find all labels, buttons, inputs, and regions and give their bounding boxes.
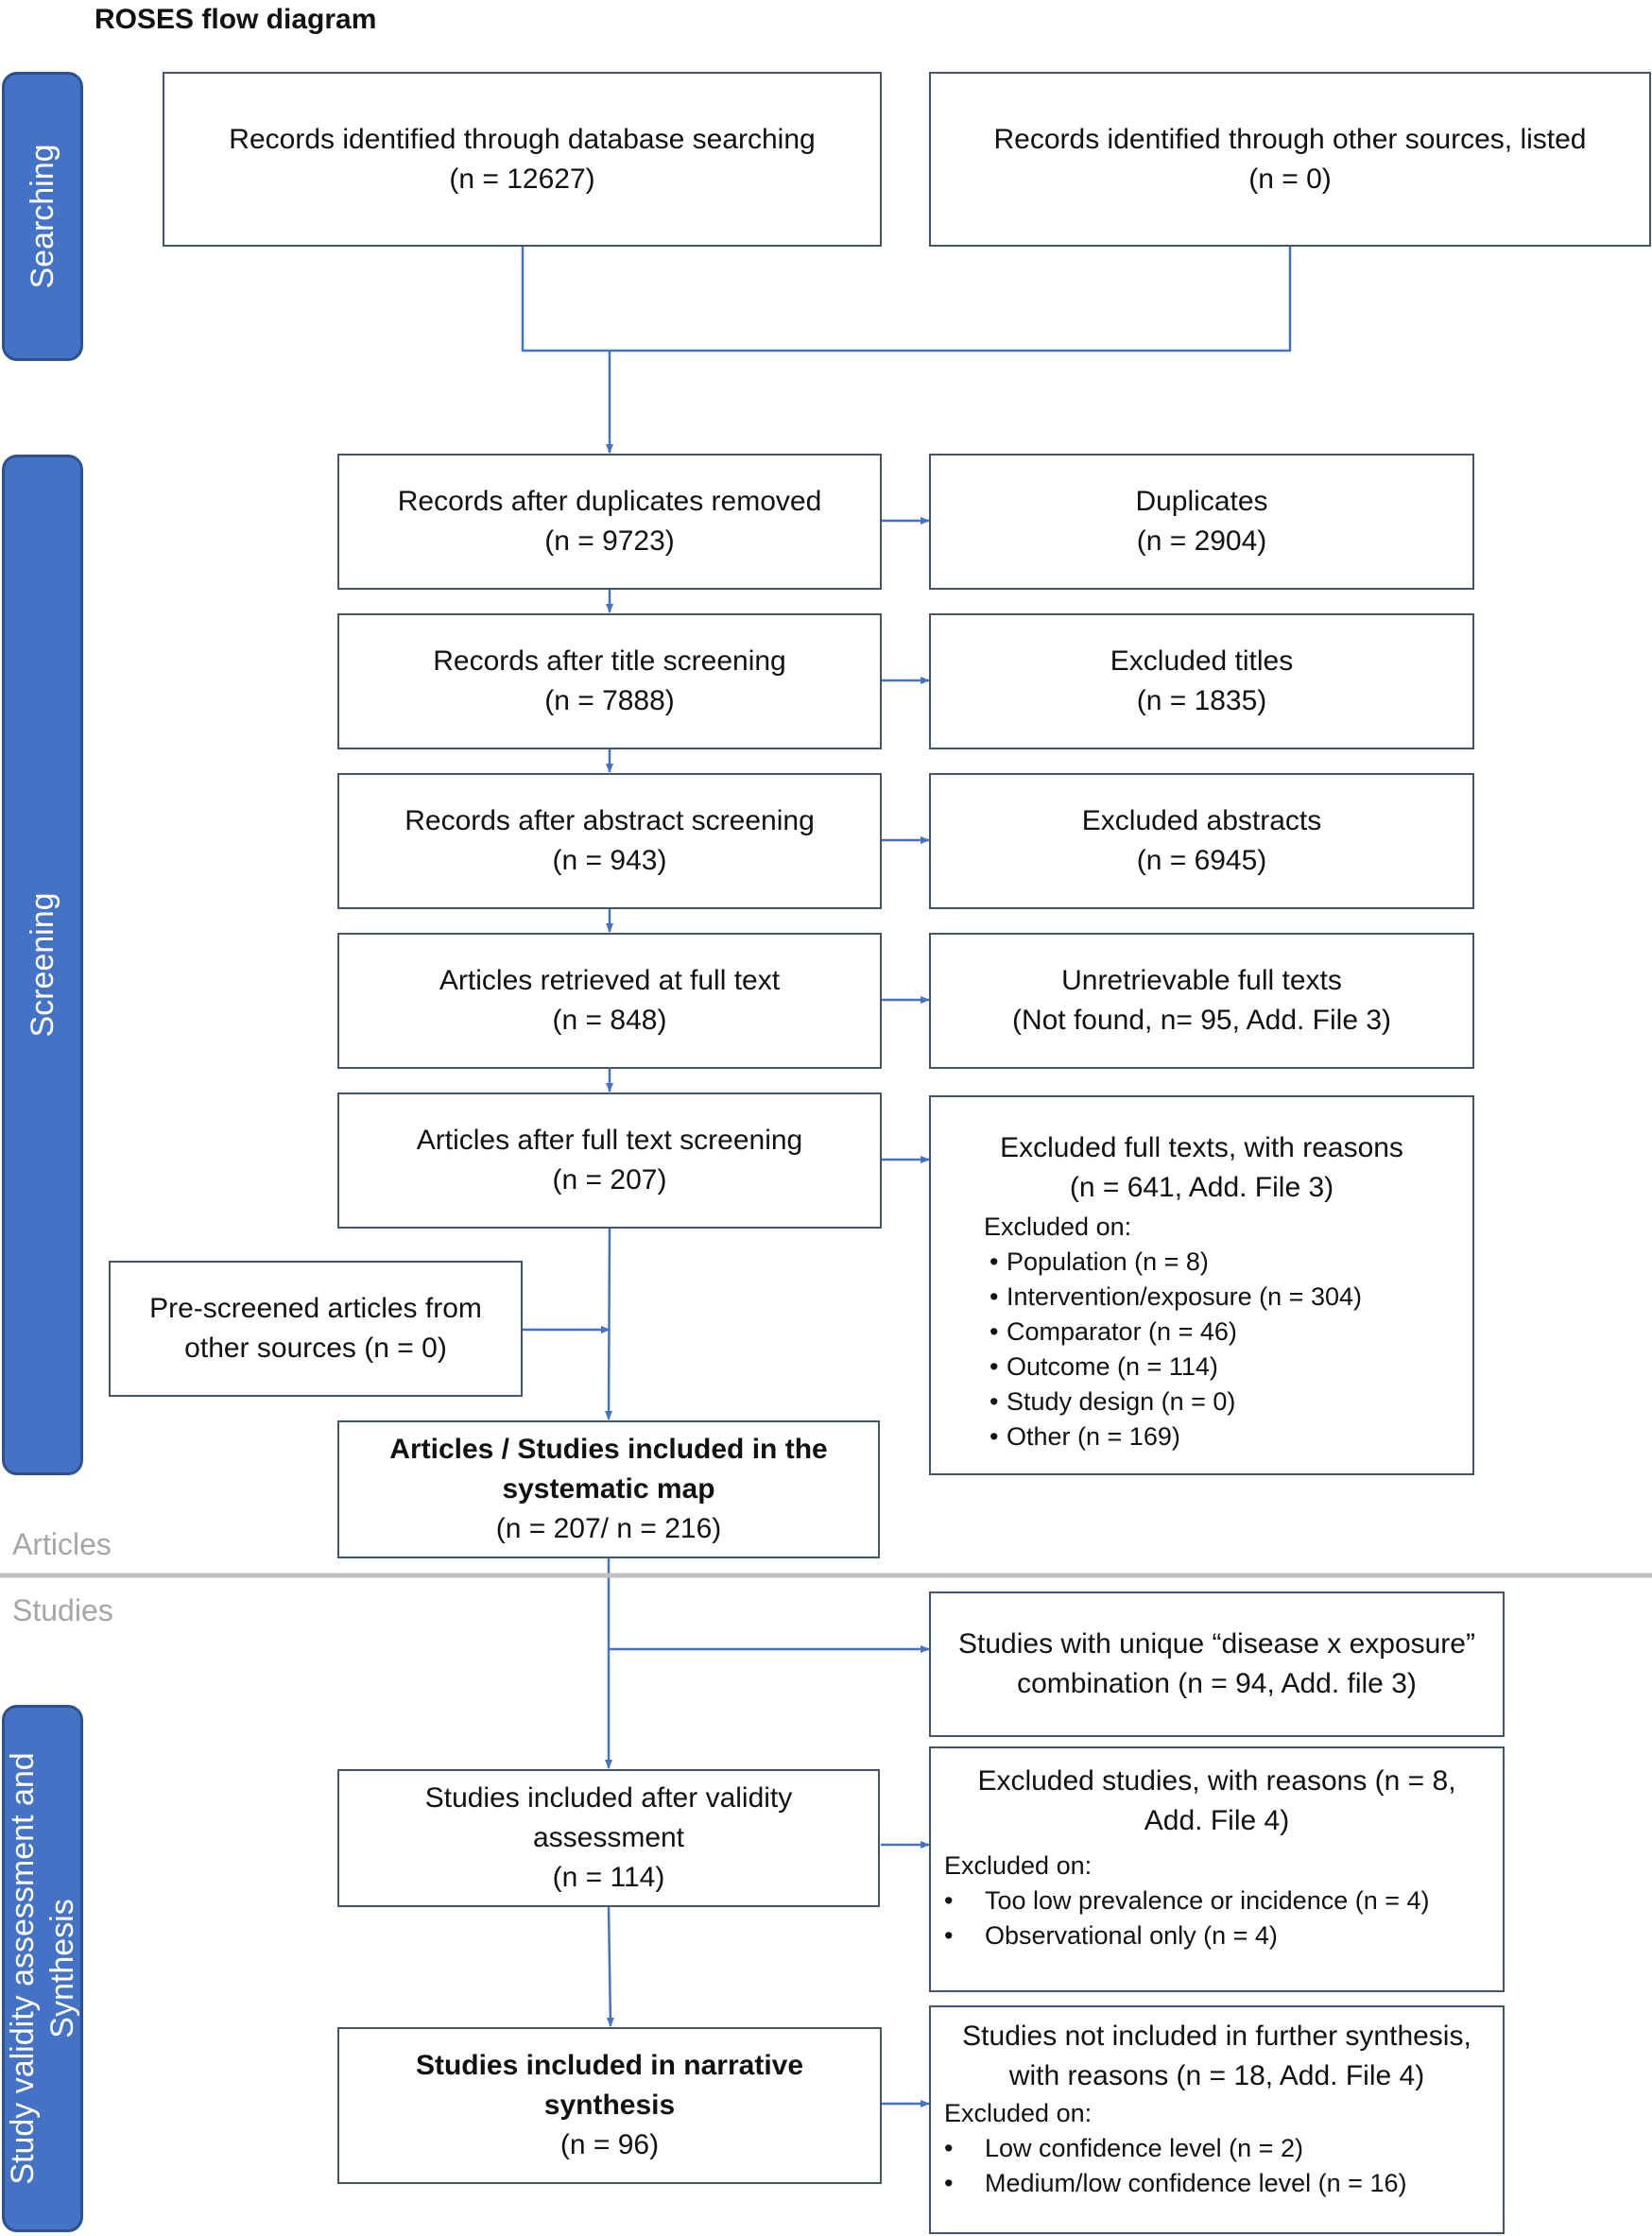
arrow-validity-to-narrative [606,1905,614,2027]
list-item: •Too low prevalence or incidence (n = 4) [944,1886,1430,1915]
list-item: •Population (n = 8) [989,1247,1209,1276]
box-label: Articles retrieved at full text [439,965,781,996]
phase-synthesis-label: Study validity assessment and Synthesis [3,1752,82,2184]
reasons-heading: Excluded on: [944,2099,1093,2127]
box-label: Articles after full text screening [416,1125,803,1156]
box-other-sources: Records identified through other sources… [929,72,1651,247]
box-line1: Articles / Studies included in the [389,1434,828,1465]
box-unique-combination: Studies with unique “disease x exposure”… [929,1591,1505,1737]
box-line1: Studies with unique “disease x exposure” [958,1628,1475,1660]
box-label: Excluded abstracts [1081,805,1322,836]
box-after-title-screening: Records after title screening (n = 7888) [337,613,882,749]
box-line1: Studies not included in further synthesi… [962,2021,1471,2052]
box-label: Records after duplicates removed [397,486,822,517]
list-item: •Other (n = 169) [989,1422,1180,1451]
box-count: (Not found, n= 95, Add. File 3) [1011,1005,1392,1036]
phase-searching-label: Searching [25,144,60,289]
box-line2: other sources (n = 0) [184,1333,447,1364]
box-unretrievable: Unretrievable full texts (Not found, n= … [929,933,1474,1069]
list-item: •Medium/low confidence level (n = 16) [944,2169,1407,2197]
phase-screening: Screening [2,455,83,1475]
list-item: •Study design (n = 0) [989,1387,1236,1416]
box-excluded-abstracts: Excluded abstracts (n = 6945) [929,773,1474,909]
box-label: Excluded titles [1110,645,1294,677]
box-label: Excluded full texts, with reasons [1000,1132,1403,1163]
box-line2: systematic map [502,1473,715,1505]
box-label: Records after title screening [433,645,786,677]
list-item: •Outcome (n = 114) [989,1352,1218,1381]
box-count: (n = 641, Add. File 3) [1069,1172,1334,1203]
box-included-systematic-map: Articles / Studies included in the syste… [337,1420,880,1558]
phase-searching: Searching [2,72,83,361]
box-count: (n = 96) [559,2129,660,2160]
box-count: (n = 9723) [544,525,675,557]
box-prescreened: Pre-screened articles from other sources… [109,1261,523,1397]
box-line1: Pre-screened articles from [149,1293,482,1324]
box-not-included-synthesis: Studies not included in further synthesi… [929,2005,1505,2234]
phase-synthesis: Study validity assessment and Synthesis [2,1705,83,2232]
box-count: (n = 114) [552,1862,665,1893]
box-line2: assessment [532,1822,685,1853]
box-line1: Excluded studies, with reasons (n = 8, [977,1765,1456,1797]
box-after-abstract-screening: Records after abstract screening (n = 94… [337,773,882,909]
arrow-screen-to-included [605,1227,613,1420]
phase-synthesis-line1: Study validity assessment and [5,1752,41,2185]
box-count: (n = 943) [552,845,667,876]
box-validity-assessment: Studies included after validity assessme… [337,1769,880,1907]
list-item: •Observational only (n = 4) [944,1921,1278,1950]
box-narrative-synthesis: Studies included in narrative synthesis … [337,2027,882,2184]
box-line2: Add. File 4) [1144,1805,1290,1836]
box-count: (n = 1835) [1136,685,1267,716]
box-label: Unretrievable full texts [1061,965,1342,996]
box-count: (n = 207/ n = 216) [495,1513,722,1544]
box-line1: Studies included after validity [424,1782,793,1814]
box-line2: combination (n = 94, Add. file 3) [1017,1668,1417,1699]
zone-label-studies: Studies [12,1593,113,1627]
box-line1: Studies included in narrative [415,2050,804,2081]
box-label: Duplicates [1135,486,1268,517]
zone-label-articles: Articles [12,1527,112,1561]
reasons-heading: Excluded on: [944,1851,1093,1880]
list-item: •Comparator (n = 46) [989,1317,1237,1346]
box-after-fulltext-screening: Articles after full text screening (n = … [337,1092,882,1229]
box-label: Records after abstract screening [404,805,815,836]
list-item: •Low confidence level (n = 2) [944,2134,1303,2162]
box-count: (n = 0) [1248,163,1332,195]
box-excluded-titles: Excluded titles (n = 1835) [929,613,1474,749]
box-count: (n = 12627) [449,163,595,195]
reasons-heading: Excluded on: [984,1213,1132,1241]
diagram-title: ROSES flow diagram [95,4,377,35]
box-count: (n = 2904) [1136,525,1267,557]
box-after-duplicates: Records after duplicates removed (n = 97… [337,454,882,590]
box-count: (n = 207) [552,1164,667,1195]
box-excluded-fulltexts: Excluded full texts, with reasons (n = 6… [929,1095,1474,1475]
box-excluded-studies: Excluded studies, with reasons (n = 8, A… [929,1746,1505,1992]
box-line2: synthesis [543,2090,676,2121]
box-database-search: Records identified through database sear… [163,72,882,247]
box-line2: with reasons (n = 18, Add. File 4) [1008,2060,1425,2091]
box-duplicates: Duplicates (n = 2904) [929,454,1474,590]
box-fulltext-retrieved: Articles retrieved at full text (n = 848… [337,933,882,1069]
list-item: •Intervention/exposure (n = 304) [989,1282,1362,1311]
box-count: (n = 7888) [544,685,675,716]
phase-synthesis-line2: Synthesis [44,1899,80,2038]
box-label: Records identified through database sear… [229,123,816,155]
box-count: (n = 848) [552,1005,667,1036]
phase-screening-label: Screening [25,892,60,1038]
box-count: (n = 6945) [1136,845,1267,876]
box-label: Records identified through other sources… [993,123,1587,155]
